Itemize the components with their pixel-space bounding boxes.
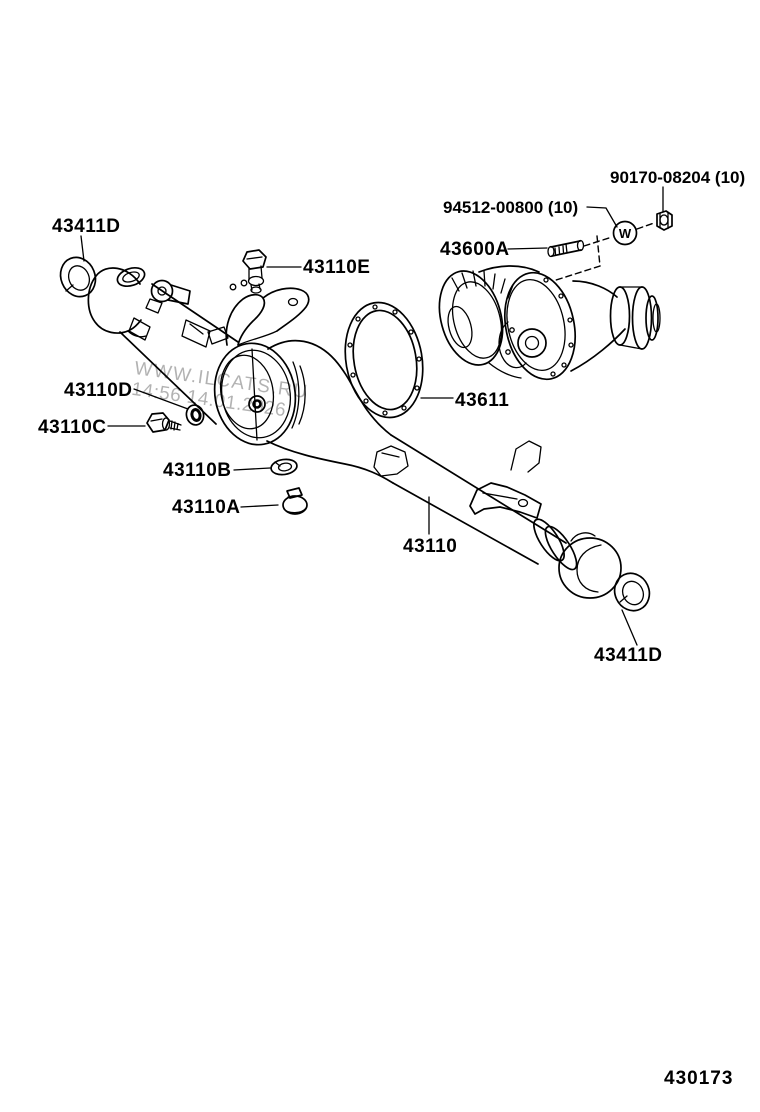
leader-lines — [80, 186, 664, 646]
figure-number: 430173 — [664, 1068, 734, 1089]
knuckle-ball-left-drawing — [87, 266, 191, 338]
axle-tube-left-drawing — [119, 283, 239, 425]
breather-plug-drawing — [242, 249, 267, 294]
part-label-spring-washer: 94512-00800 (10) — [443, 198, 579, 217]
spring-hanger-bracket-drawing — [225, 279, 310, 346]
part-label-washer-b: 43110B — [163, 460, 232, 481]
part-label-seal-left: 43411D — [52, 216, 121, 237]
part-label-nut: 90170-08204 (10) — [610, 168, 746, 187]
washer-w-mark: W — [619, 226, 632, 241]
washer-b-drawing — [270, 458, 298, 476]
part-label-bolt-c: 43110C — [38, 417, 107, 438]
oil-seal-right-drawing — [613, 572, 651, 612]
bolt-c-drawing — [146, 412, 182, 433]
part-label-washer-d: 43110D — [64, 380, 133, 401]
part-label-housing: 43110 — [403, 536, 458, 557]
part-label-plug-a: 43110A — [172, 497, 241, 518]
part-label-stud: 43600A — [440, 239, 510, 260]
differential-carrier-drawing — [438, 265, 661, 381]
assembly-dashed-lines — [552, 222, 655, 282]
part-label-seal-right: 43411D — [594, 645, 663, 666]
part-label-gasket: 43611 — [455, 390, 510, 411]
hex-nut-drawing — [656, 210, 673, 231]
ball-end-right-drawing — [533, 518, 622, 599]
part-label-breather: 43110E — [303, 257, 371, 278]
spring-washer-drawing: W — [612, 220, 638, 246]
drain-plug-drawing — [282, 487, 308, 515]
stud-bolt-drawing — [547, 239, 585, 258]
oil-seal-left-drawing — [59, 256, 97, 298]
diff-drum-drawing — [213, 342, 306, 446]
housing-bowl-drawing — [266, 339, 394, 484]
spring-perch-brackets-drawing — [373, 440, 542, 519]
washer-d-drawing — [185, 404, 205, 426]
gasket-drawing — [344, 301, 424, 419]
